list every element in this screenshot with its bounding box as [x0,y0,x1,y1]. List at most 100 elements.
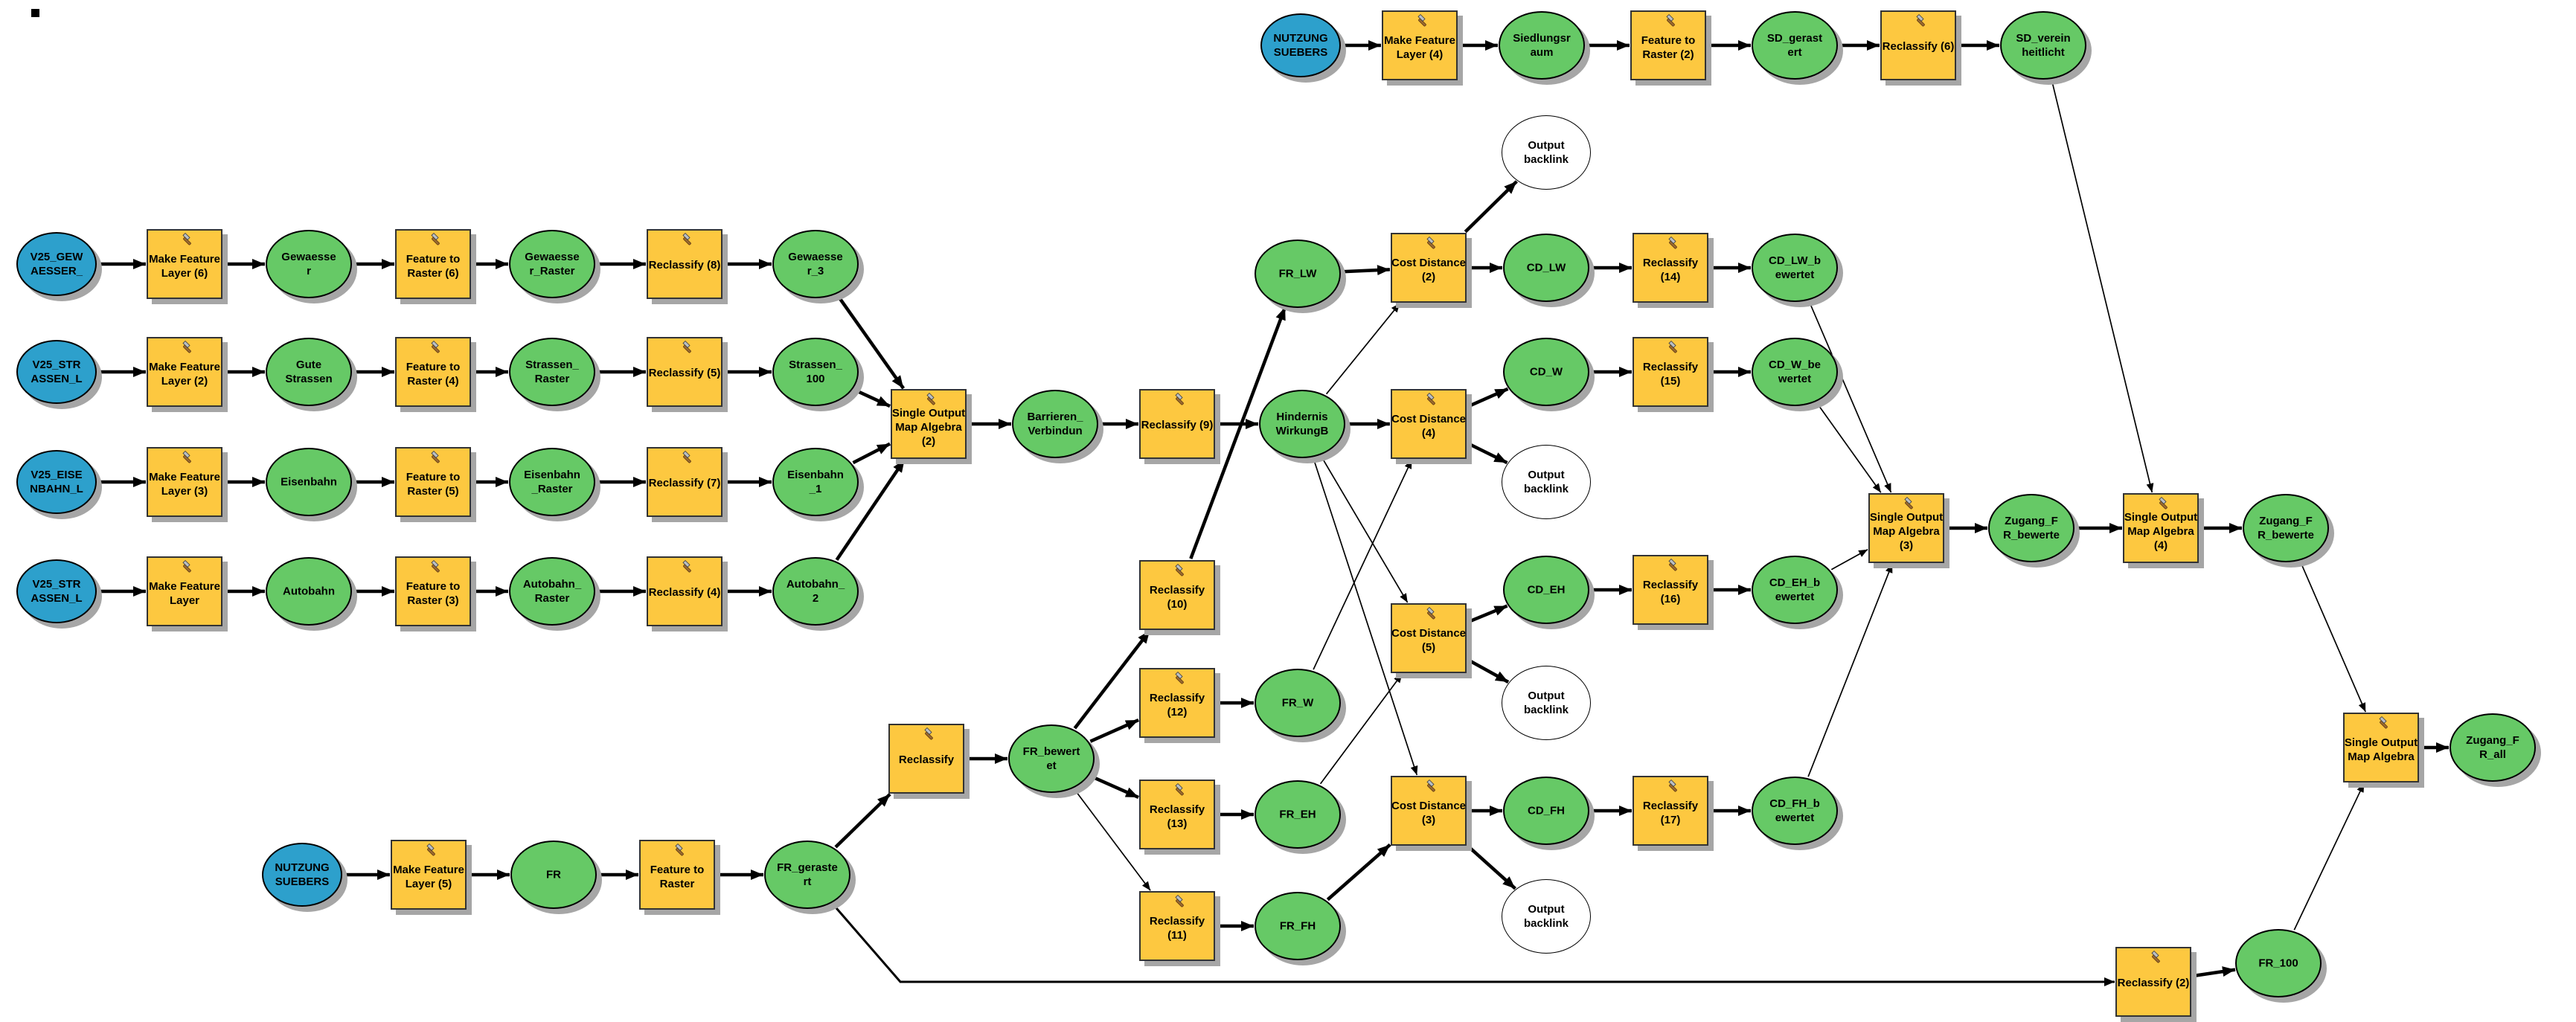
edge-cd-eh-bew-to-soma3 [1830,548,1868,571]
node-reclassify4[interactable]: Reclassify (4) [647,556,723,626]
node-cd5[interactable]: Cost Distance (5) [1391,603,1467,673]
node-cd-fh[interactable]: CD_FH [1503,777,1589,845]
node-reclassify15[interactable]: Reclassify (15) [1633,337,1708,407]
node-gute-strassen[interactable]: Gute Strassen [266,338,352,406]
node-mfl1[interactable]: Make Feature Layer [147,556,222,626]
node-v25-gew[interactable]: V25_GEW AESSER_ [16,232,97,296]
node-autobahn[interactable]: Autobahn [266,557,352,626]
node-mfl5[interactable]: Make Feature Layer (5) [391,840,467,910]
node-reclassify11[interactable]: Reclassify (11) [1139,891,1215,961]
node-cd-fh-bew[interactable]: CD_FH_b ewertet [1752,777,1838,845]
node-v25-str2[interactable]: V25_STR ASSEN_L [16,559,97,623]
node-cd4[interactable]: Cost Distance (4) [1391,389,1467,459]
node-label: Feature to Raster (2) [1641,34,1696,62]
node-zugang-all[interactable]: Zugang_F R_all [2450,713,2536,782]
hammer-icon [1420,236,1437,251]
edge-cd5-to-backlink3 [1467,658,1510,684]
node-reclassify16[interactable]: Reclassify (16) [1633,555,1708,625]
node-gewaesser[interactable]: Gewaesse r [266,230,352,298]
node-reclassify10[interactable]: Reclassify (10) [1139,560,1215,630]
node-backlink1[interactable]: Output backlink [1502,115,1591,190]
node-ftr6[interactable]: Feature to Raster (6) [395,229,471,299]
node-cd-eh-bew[interactable]: CD_EH_b ewertet [1752,556,1838,624]
node-fr-node[interactable]: FR [510,841,597,909]
node-mfl4[interactable]: Make Feature Layer (4) [1382,10,1458,80]
node-soma2[interactable]: Single Output Map Algebra (2) [891,389,967,459]
node-ftr2[interactable]: Feature to Raster (2) [1630,10,1706,80]
node-label: Zugang_F R_bewerte [2003,515,2060,541]
edge-fr-gerastert-to-reclassify-plain [834,793,891,849]
node-zugang1[interactable]: Zugang_F R_bewerte [1988,494,2074,562]
node-sd-verein[interactable]: SD_verein heitlicht [2000,11,2086,80]
node-fr-100[interactable]: FR_100 [2235,929,2322,997]
node-hindernis[interactable]: Hindernis WirkungB [1259,390,1345,458]
node-reclassify12[interactable]: Reclassify (12) [1139,668,1215,738]
node-soma4[interactable]: Single Output Map Algebra (4) [2123,493,2199,563]
node-cd2[interactable]: Cost Distance (2) [1391,233,1467,303]
node-cd3[interactable]: Cost Distance (3) [1391,776,1467,846]
node-fr-lw[interactable]: FR_LW [1255,240,1341,308]
node-reclassify14[interactable]: Reclassify (14) [1633,233,1708,303]
node-barrieren[interactable]: Barrieren_ Verbindun [1012,390,1098,458]
node-gewaesser-raster[interactable]: Gewaesse r_Raster [509,230,595,298]
node-fr-bewertet[interactable]: FR_bewert et [1008,724,1095,793]
node-fr-eh[interactable]: FR_EH [1255,780,1341,849]
node-label: FR_geraste rt [777,861,838,888]
node-soma3[interactable]: Single Output Map Algebra (3) [1868,493,1944,563]
node-soma-plain[interactable]: Single Output Map Algebra [2343,713,2419,782]
node-v25-eise[interactable]: V25_EISE NBAHN_L [16,450,97,514]
node-reclassify-plain[interactable]: Reclassify [888,724,964,794]
node-label: FR_W [1281,696,1314,710]
node-eisenbahn[interactable]: Eisenbahn [266,448,352,516]
node-reclassify9[interactable]: Reclassify (9) [1139,389,1215,459]
node-reclassify2[interactable]: Reclassify (2) [2115,947,2191,1017]
node-reclassify5[interactable]: Reclassify (5) [647,337,723,407]
node-cd-lw[interactable]: CD_LW [1503,234,1589,302]
node-zugang2[interactable]: Zugang_F R_bewerte [2243,494,2329,562]
hammer-icon [1420,392,1437,407]
node-reclassify6[interactable]: Reclassify (6) [1880,10,1956,80]
edge-cd4-to-cd-w [1467,387,1509,408]
node-cd-w-bew[interactable]: CD_W_be wertet [1752,338,1838,406]
node-backlink4[interactable]: Output backlink [1502,879,1591,954]
node-mfl3[interactable]: Make Feature Layer (3) [147,447,222,517]
node-eisenbahn-1[interactable]: Eisenbahn _1 [772,448,859,516]
node-reclassify17[interactable]: Reclassify (17) [1633,776,1708,846]
node-label: Autobahn_ Raster [522,578,582,605]
node-sd-gerastert[interactable]: SD_gerast ert [1752,11,1838,80]
node-nutzung-top[interactable]: NUTZUNG SUEBERS [1260,13,1341,77]
node-label: Gewaesse r [281,251,336,277]
node-label: FR_bewert et [1022,745,1080,772]
node-nutzung-bottom[interactable]: NUTZUNG SUEBERS [262,843,342,907]
node-fr-fh[interactable]: FR_FH [1255,892,1341,960]
node-backlink2[interactable]: Output backlink [1502,445,1591,519]
node-gewaesser-3[interactable]: Gewaesse r_3 [772,230,859,298]
node-fr-w[interactable]: FR_W [1255,669,1341,737]
node-label: Reclassify (5) [648,367,721,380]
node-ftr-plain[interactable]: Feature to Raster [639,840,715,910]
node-ftr5[interactable]: Feature to Raster (5) [395,447,471,517]
node-reclassify7[interactable]: Reclassify (7) [647,447,723,517]
node-cd-eh[interactable]: CD_EH [1503,556,1589,624]
node-mfl2[interactable]: Make Feature Layer (2) [147,337,222,407]
node-reclassify13[interactable]: Reclassify (13) [1139,780,1215,849]
node-autobahn-2[interactable]: Autobahn_ 2 [772,557,859,626]
node-reclassify8[interactable]: Reclassify (8) [647,229,723,299]
node-fr-gerastert[interactable]: FR_geraste rt [764,841,850,909]
node-label: Reclassify (11) [1149,915,1205,942]
node-mfl6[interactable]: Make Feature Layer (6) [147,229,222,299]
node-v25-str1[interactable]: V25_STR ASSEN_L [16,340,97,404]
edge-fr-bewertet-to-reclassify12 [1089,718,1140,743]
node-cd-lw-bew[interactable]: CD_LW_b ewertet [1752,234,1838,302]
node-eisenbahn-raster[interactable]: Eisenbahn _Raster [509,448,595,516]
node-cd-w[interactable]: CD_W [1503,338,1589,406]
node-strassen-raster[interactable]: Strassen_ Raster [509,338,595,406]
node-label: NUTZUNG SUEBERS [1273,32,1328,59]
node-ftr4[interactable]: Feature to Raster (4) [395,337,471,407]
edge-cd2-to-backlink1 [1464,180,1518,234]
node-strassen-100[interactable]: Strassen_ 100 [772,338,859,406]
node-ftr3[interactable]: Feature to Raster (3) [395,556,471,626]
node-backlink3[interactable]: Output backlink [1502,666,1591,740]
node-autobahn-raster[interactable]: Autobahn_ Raster [509,557,595,626]
node-siedlungsraum[interactable]: Siedlungsr aum [1499,11,1585,80]
